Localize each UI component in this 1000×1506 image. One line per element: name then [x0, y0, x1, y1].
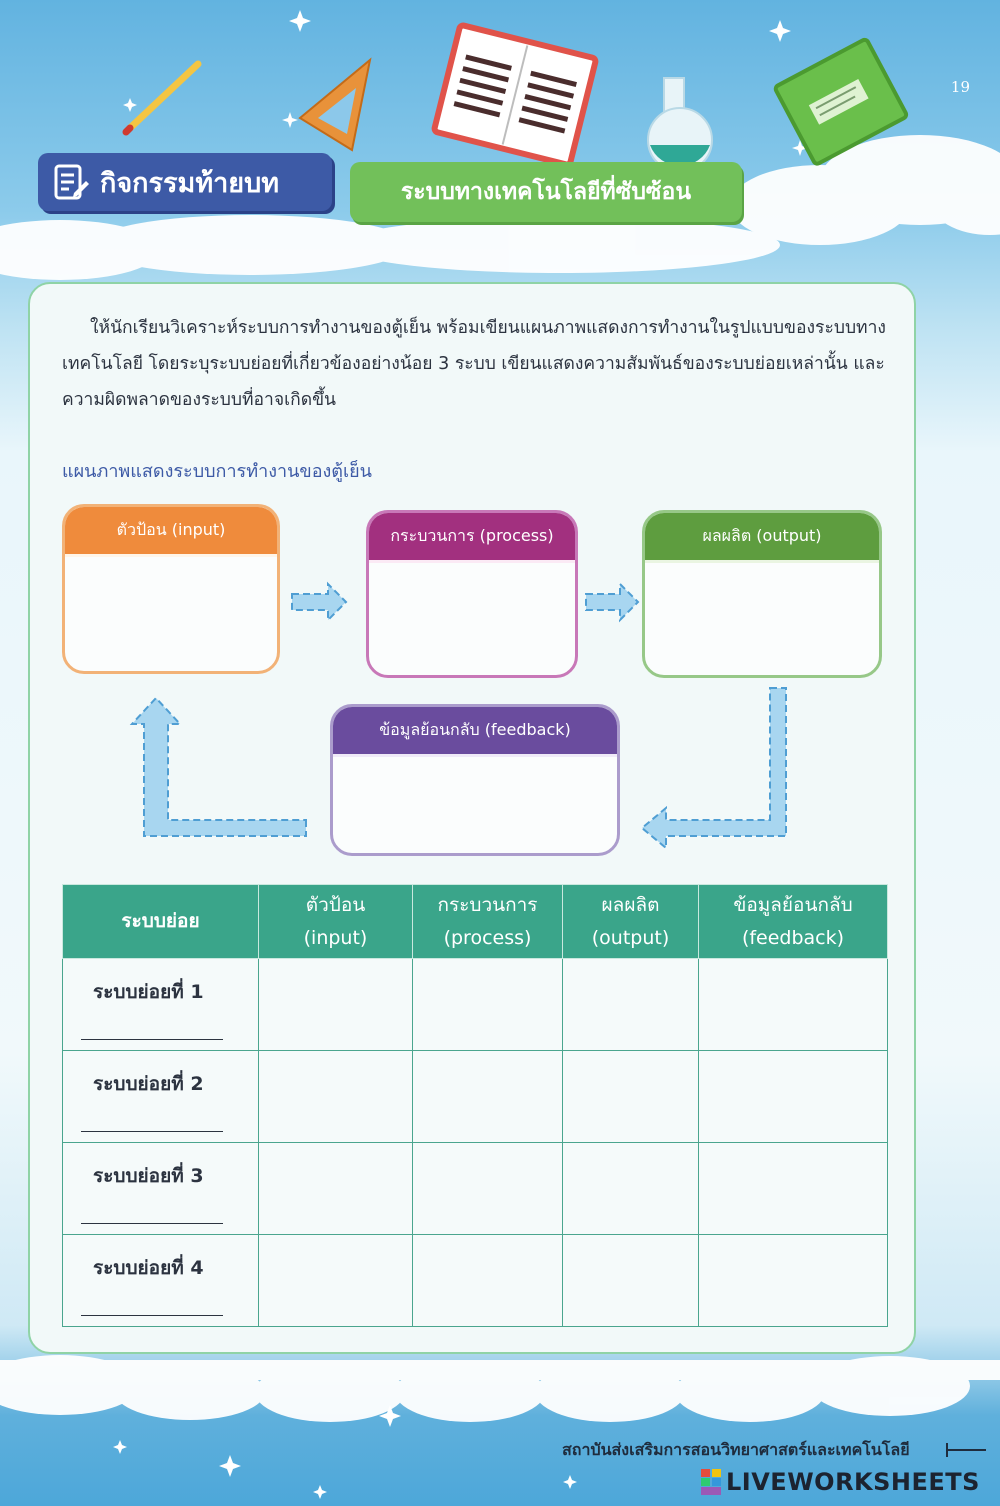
- output-box[interactable]: ผลผลิต (output): [642, 510, 882, 678]
- answer-cell[interactable]: [562, 1142, 699, 1235]
- header-process-th: กระบวนการ: [437, 893, 538, 916]
- instructions: ให้นักเรียนวิเคราะห์ระบบการทำงานของตู้เย…: [62, 310, 892, 418]
- row-label-cell[interactable]: ระบบย่อยที่ 1: [62, 958, 259, 1051]
- liveworksheets-mark-icon: [701, 1469, 721, 1495]
- table-row: ระบบย่อยที่ 2: [62, 1050, 888, 1143]
- liveworksheets-text: LIVEWORKSHEETS: [726, 1468, 980, 1496]
- answer-cell[interactable]: [258, 958, 413, 1051]
- input-box[interactable]: ตัวป้อน (input): [62, 504, 280, 674]
- answer-cell[interactable]: [698, 1050, 888, 1143]
- header-input-en: (input): [303, 926, 368, 949]
- header-output: ผลผลิต (output): [562, 884, 699, 959]
- answer-line: [81, 1039, 223, 1040]
- row-label: ระบบย่อยที่ 4: [93, 1257, 204, 1279]
- output-box-header: ผลผลิต (output): [645, 513, 879, 563]
- subsystem-table: ระบบย่อย ตัวป้อน (input) กระบวนการ (proc…: [62, 884, 888, 1327]
- row-label-cell[interactable]: ระบบย่อยที่ 3: [62, 1142, 259, 1235]
- row-label-cell[interactable]: ระบบย่อยที่ 4: [62, 1234, 259, 1327]
- header-input-th: ตัวป้อน: [305, 893, 366, 916]
- header-feedback-en: (feedback): [741, 926, 845, 949]
- answer-cell[interactable]: [698, 1142, 888, 1235]
- instructions-text: ให้นักเรียนวิเคราะห์ระบบการทำงานของตู้เย…: [62, 318, 886, 410]
- header-process-en: (process): [443, 926, 532, 949]
- answer-cell[interactable]: [698, 1234, 888, 1327]
- feedback-box-header: ข้อมูลย้อนกลับ (feedback): [333, 707, 617, 757]
- table-row: ระบบย่อยที่ 4: [62, 1234, 888, 1327]
- process-box[interactable]: กระบวนการ (process): [366, 510, 578, 678]
- process-box-header: กระบวนการ (process): [369, 513, 575, 563]
- header-input: ตัวป้อน (input): [258, 884, 413, 959]
- answer-cell[interactable]: [412, 1234, 563, 1327]
- activity-title-badge: กิจกรรมท้ายบท: [38, 153, 332, 211]
- header-feedback-th: ข้อมูลย้อนกลับ: [733, 893, 853, 916]
- activity-title: กิจกรรมท้ายบท: [100, 167, 280, 199]
- answer-cell[interactable]: [562, 1234, 699, 1327]
- answer-cell[interactable]: [258, 1050, 413, 1143]
- answer-cell[interactable]: [412, 1050, 563, 1143]
- header-output-en: (output): [591, 926, 670, 949]
- header-output-th: ผลผลิต: [601, 893, 660, 916]
- diagram-title: แผนภาพแสดงระบบการทำงานของตู้เย็น: [62, 461, 372, 482]
- footer-institute: สถาบันส่งเสริมการสอนวิทยาศาสตร์และเทคโนโ…: [562, 1440, 910, 1459]
- answer-cell[interactable]: [412, 1142, 563, 1235]
- answer-cell[interactable]: [258, 1142, 413, 1235]
- feedback-box[interactable]: ข้อมูลย้อนกลับ (feedback): [330, 704, 620, 856]
- answer-cell[interactable]: [258, 1234, 413, 1327]
- answer-cell[interactable]: [562, 958, 699, 1051]
- row-label: ระบบย่อยที่ 1: [93, 981, 204, 1003]
- table-row: ระบบย่อยที่ 3: [62, 1142, 888, 1235]
- answer-line: [81, 1223, 223, 1224]
- header-feedback: ข้อมูลย้อนกลับ (feedback): [698, 884, 888, 959]
- answer-line: [81, 1131, 223, 1132]
- liveworksheets-logo: LIVEWORKSHEETS: [700, 1468, 980, 1496]
- answer-cell[interactable]: [412, 958, 563, 1051]
- header-subsystem: ระบบย่อย: [62, 884, 259, 959]
- answer-cell[interactable]: [562, 1050, 699, 1143]
- footer-bar: [946, 1449, 986, 1451]
- input-box-header: ตัวป้อน (input): [65, 507, 277, 557]
- row-label: ระบบย่อยที่ 3: [93, 1165, 204, 1187]
- answer-cell[interactable]: [698, 958, 888, 1051]
- page-number: 19: [950, 78, 970, 96]
- header-process: กระบวนการ (process): [412, 884, 563, 959]
- answer-line: [81, 1315, 223, 1316]
- row-label-cell[interactable]: ระบบย่อยที่ 2: [62, 1050, 259, 1143]
- row-label: ระบบย่อยที่ 2: [93, 1073, 204, 1095]
- topic-subtitle: ระบบทางเทคโนโลยีที่ซับซ้อน: [350, 162, 742, 222]
- document-pencil-icon: [54, 164, 89, 200]
- table-row: ระบบย่อยที่ 1: [62, 958, 888, 1051]
